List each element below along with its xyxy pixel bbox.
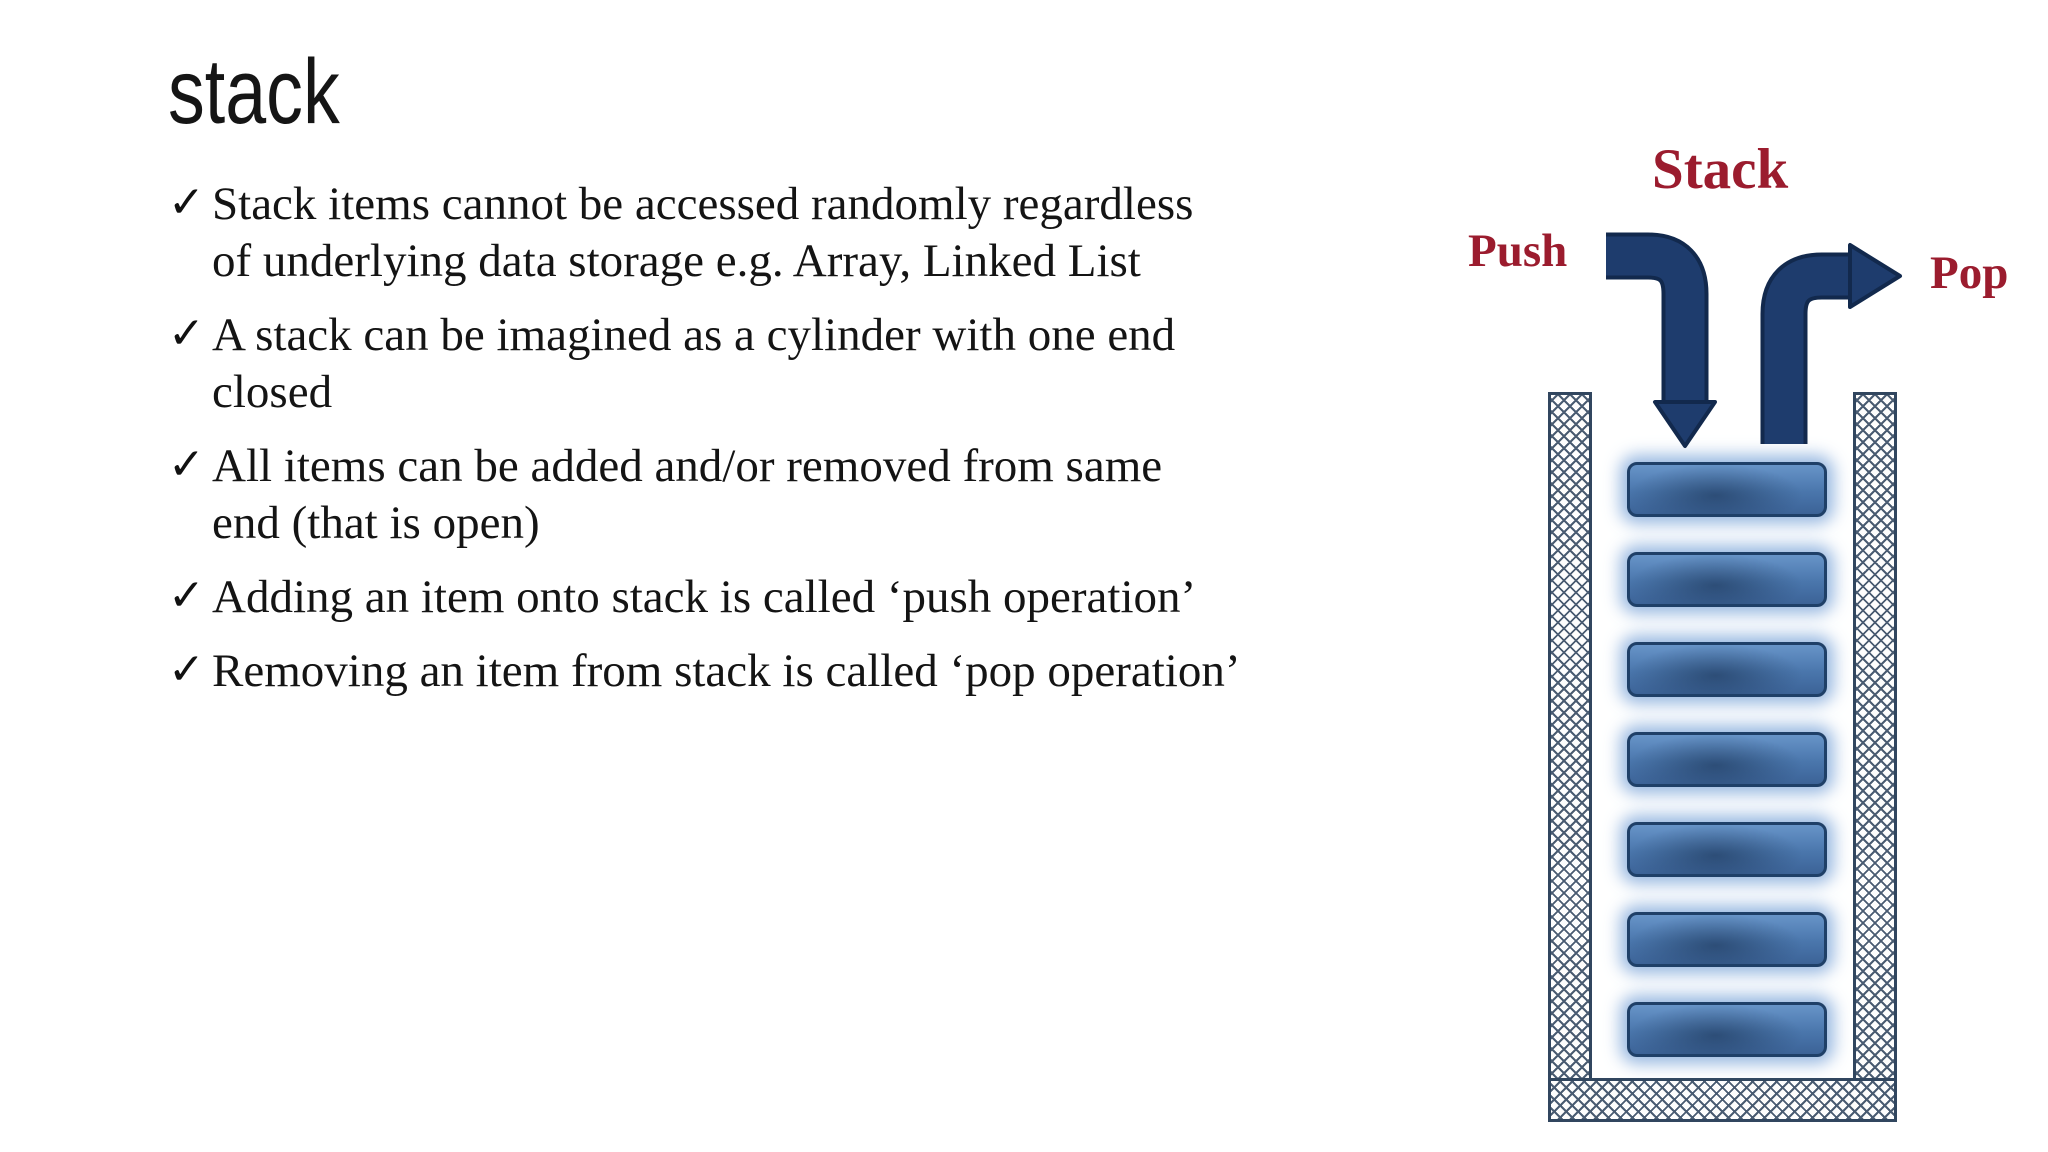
- list-item: ✓ Adding an item onto stack is called ‘p…: [168, 569, 1438, 626]
- list-item: ✓ Removing an item from stack is called …: [168, 643, 1438, 700]
- checkmark-icon: ✓: [168, 177, 205, 228]
- stack-item: [1627, 462, 1827, 517]
- bullet-text: A stack can be imagined as a cylinder wi…: [212, 309, 1176, 418]
- bullet-list: ✓ Stack items cannot be accessed randoml…: [168, 176, 1438, 700]
- list-item: ✓ Stack items cannot be accessed randoml…: [168, 176, 1438, 290]
- container-right-wall: [1853, 392, 1897, 1122]
- stack-item: [1627, 1002, 1827, 1057]
- stack-item: [1627, 822, 1827, 877]
- stack-items: [1627, 462, 1827, 1092]
- bullet-text: Stack items cannot be accessed randomly …: [212, 178, 1194, 287]
- stack-item: [1627, 552, 1827, 607]
- bullet-text: Adding an item onto stack is called ‘pus…: [212, 571, 1197, 623]
- page-title: stack: [168, 41, 340, 143]
- checkmark-icon: ✓: [168, 644, 205, 695]
- container-bottom-wall: [1548, 1078, 1897, 1122]
- list-item: ✓ A stack can be imagined as a cylinder …: [168, 307, 1438, 421]
- diagram-title: Stack: [1652, 138, 1789, 201]
- checkmark-icon: ✓: [168, 439, 205, 490]
- container-left-wall: [1548, 392, 1592, 1122]
- pop-label: Pop: [1930, 247, 2009, 299]
- stack-item: [1627, 732, 1827, 787]
- push-label: Push: [1468, 225, 1568, 277]
- stack-item: [1627, 642, 1827, 697]
- text-column: stack ✓ Stack items cannot be accessed r…: [168, 44, 1438, 717]
- list-item: ✓ All items can be added and/or removed …: [168, 438, 1438, 552]
- bullet-text: Removing an item from stack is called ‘p…: [212, 645, 1241, 697]
- bullet-text: All items can be added and/or removed fr…: [212, 440, 1163, 549]
- stack-item: [1627, 912, 1827, 967]
- push-arrow-icon: [1606, 232, 1717, 448]
- checkmark-icon: ✓: [168, 308, 205, 359]
- checkmark-icon: ✓: [168, 570, 205, 621]
